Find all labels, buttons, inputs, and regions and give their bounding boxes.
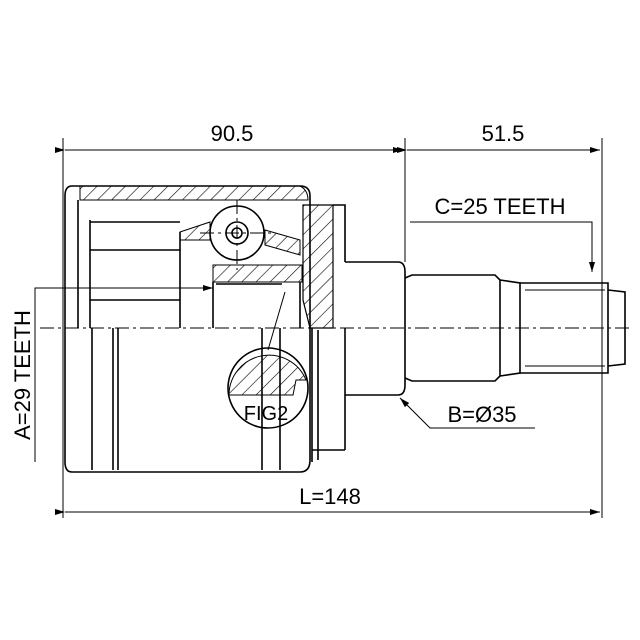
label-shaft-diameter: B=Ø35	[447, 402, 516, 427]
label-shaft-spline: C=25 TEETH	[434, 194, 565, 219]
fig2-detail	[227, 291, 309, 429]
leaders	[34, 221, 595, 462]
housing	[64, 185, 346, 473]
dim-total-length: L=148	[299, 484, 361, 509]
label-housing-spline: A=29 TEETH	[10, 310, 35, 440]
dim-housing-length: 90.5	[211, 121, 254, 146]
label-fig2: FIG2	[244, 403, 288, 425]
dim-shaft-length: 51.5	[482, 121, 525, 146]
dimension-lines	[55, 147, 600, 515]
